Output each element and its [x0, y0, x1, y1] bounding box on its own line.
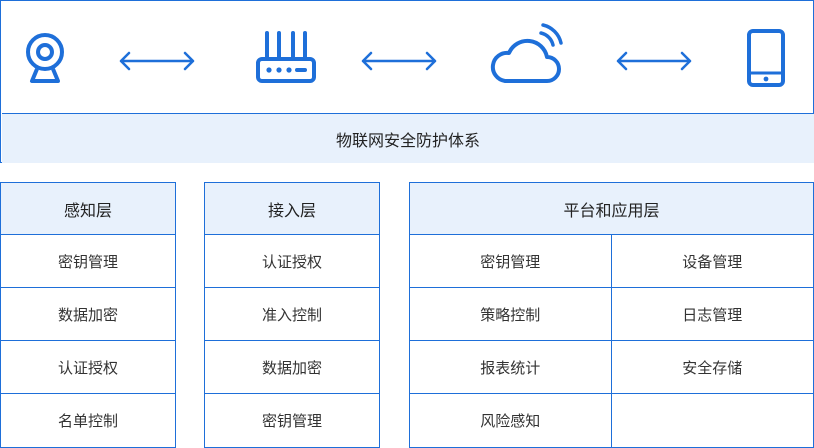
access-layer-column: 接入层 认证授权 准入控制 数据加密 密钥管理: [204, 182, 380, 448]
platform-item: 密钥管理: [410, 235, 612, 288]
platform-item: 日志管理: [611, 288, 813, 341]
platform-layer-header: 平台和应用层: [410, 183, 813, 235]
platform-item: 设备管理: [611, 235, 813, 288]
perception-item: 密钥管理: [1, 235, 175, 288]
double-arrow-icon: [361, 51, 437, 71]
cloud-icon: [490, 23, 563, 83]
system-title: 物联网安全防护体系: [2, 113, 814, 163]
phone-icon: [747, 29, 785, 87]
perception-item: 数据加密: [1, 288, 175, 341]
iot-device-chain-panel: 物联网安全防护体系: [0, 0, 814, 163]
double-arrow-icon: [616, 51, 692, 71]
double-arrow-icon: [119, 51, 195, 71]
access-layer-header: 接入层: [205, 183, 379, 235]
platform-item: 风险感知: [410, 394, 612, 447]
perception-item: 认证授权: [1, 341, 175, 394]
platform-item: 安全存储: [611, 341, 813, 394]
perception-layer-column: 感知层 密钥管理 数据加密 认证授权 名单控制: [0, 182, 176, 448]
platform-layer-column: 平台和应用层 密钥管理 设备管理 策略控制 日志管理 报表统计 安全存储 风险感…: [409, 182, 814, 448]
platform-item: 报表统计: [410, 341, 612, 394]
perception-item: 名单控制: [57, 412, 118, 430]
router-icon: [256, 31, 316, 83]
camera-icon: [26, 33, 64, 83]
platform-item-empty: [612, 394, 814, 447]
access-item: 认证授权: [205, 235, 379, 288]
perception-layer-header: 感知层: [1, 183, 175, 235]
access-item: 准入控制: [205, 288, 379, 341]
platform-item: 策略控制: [410, 288, 612, 341]
access-item: 密钥管理: [261, 412, 322, 430]
access-item: 数据加密: [205, 341, 379, 394]
platform-items-grid: 密钥管理 设备管理 策略控制 日志管理 报表统计 安全存储 风险感知: [410, 235, 813, 447]
